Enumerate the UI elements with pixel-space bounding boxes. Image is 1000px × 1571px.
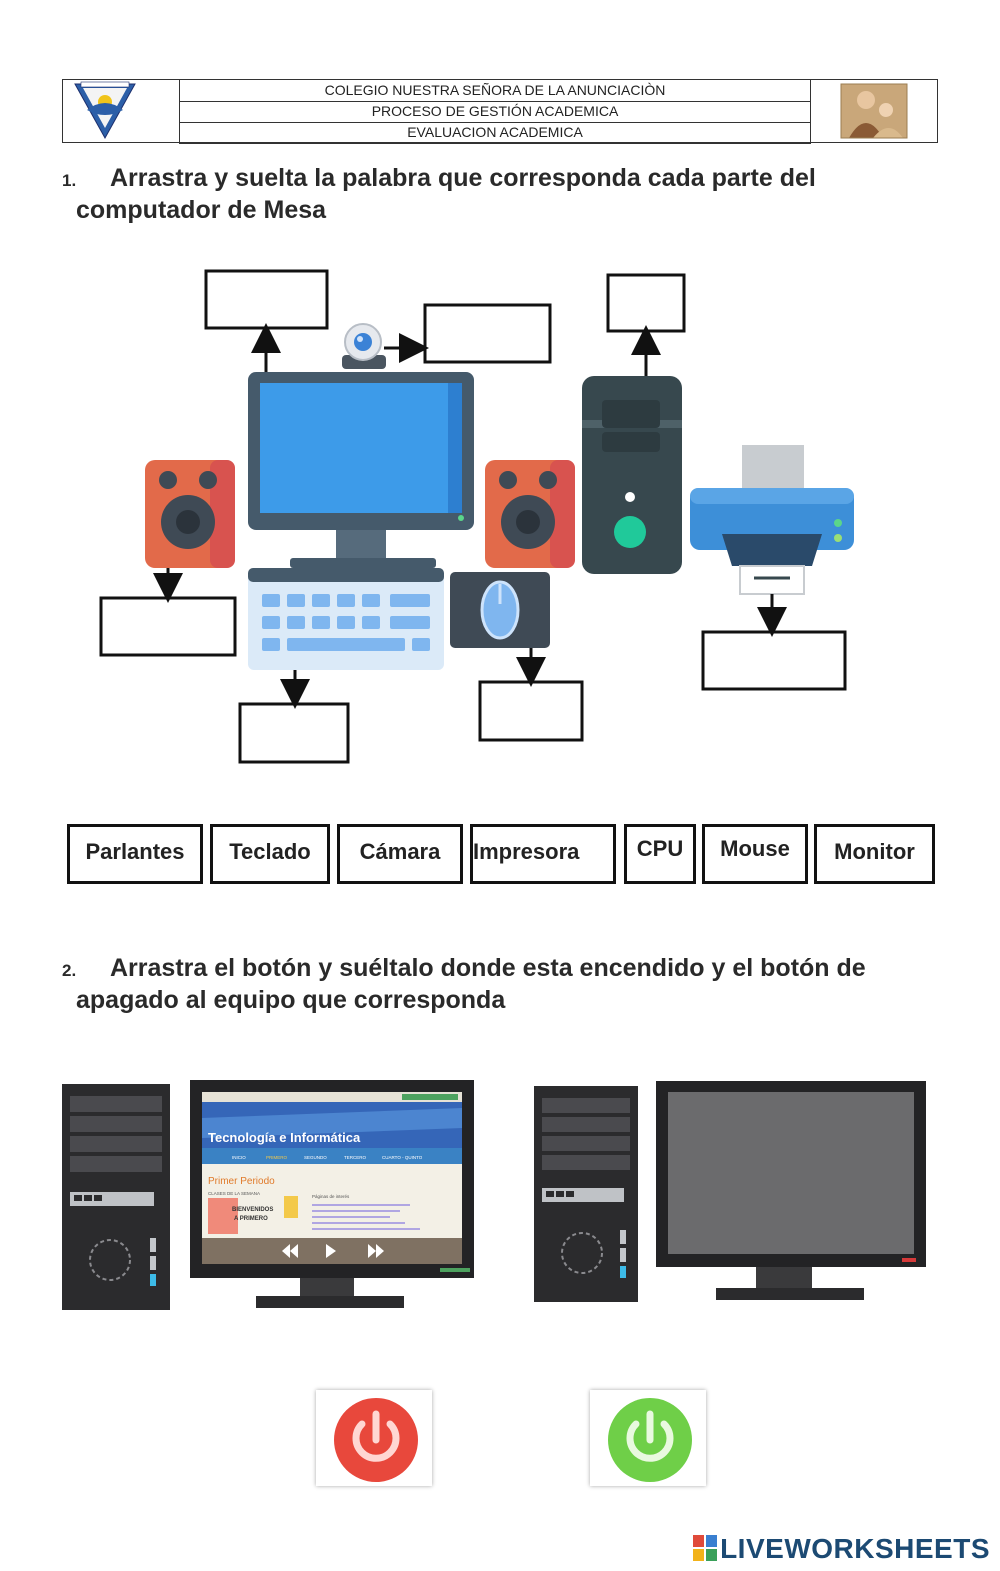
drop-box-cpu[interactable]: [606, 273, 686, 333]
word-mouse[interactable]: Mouse: [702, 824, 808, 884]
power-off-button[interactable]: [316, 1390, 432, 1486]
cpu-tower-icon: [582, 376, 682, 574]
drop-box-printer[interactable]: [701, 630, 847, 691]
computer-off[interactable]: [530, 1078, 930, 1306]
drop-box-webcam-left[interactable]: [204, 269, 329, 330]
left-speaker-icon: [145, 460, 235, 568]
question-1-number: 1.: [62, 171, 77, 190]
saint-picture-icon: [840, 83, 908, 139]
question-2-number: 2.: [62, 961, 77, 980]
site-nav-item: INICIO: [232, 1155, 246, 1160]
site-nav-item: PRIMERO: [266, 1155, 288, 1160]
question-1-line1: Arrastra y suelta la palabra que corresp…: [110, 164, 816, 192]
site-classes: CLASES DE LA SEMANA: [208, 1191, 260, 1196]
evaluation-name: EVALUACION ACADEMICA: [179, 122, 811, 144]
word-teclado[interactable]: Teclado: [210, 824, 330, 884]
word-parlantes[interactable]: Parlantes: [67, 824, 203, 884]
site-links-title: Páginas de interés: [312, 1194, 350, 1199]
power-on-button[interactable]: [590, 1390, 706, 1486]
tower-on-icon: [62, 1084, 170, 1310]
monitor-off-icon: [656, 1081, 926, 1300]
drop-box-webcam[interactable]: [423, 303, 552, 364]
printer-icon: [690, 445, 854, 595]
keyboard-icon: [248, 568, 444, 670]
word-cpu[interactable]: CPU: [624, 824, 696, 884]
word-camara[interactable]: Cámara: [337, 824, 463, 884]
computer-diagram: [99, 269, 854, 764]
pointer-arrows: [153, 323, 787, 709]
school-name: COLEGIO NUESTRA SEÑORA DE LA ANUNCIACIÒN: [179, 80, 811, 102]
brand-text: LIVEWORKSHEETS: [720, 1533, 990, 1564]
word-impresora[interactable]: Impresora: [470, 824, 616, 884]
site-period: Primer Periodo: [208, 1176, 275, 1187]
site-title: Tecnología e Informática: [208, 1130, 361, 1145]
mouse-icon: [450, 572, 550, 648]
school-shield-icon: [74, 81, 136, 140]
drop-box-keyboard[interactable]: [238, 702, 350, 764]
right-speaker-icon: [485, 460, 575, 568]
site-nav-item: SEGUNDO: [304, 1155, 327, 1160]
question-2-line2: apagado al equipo que corresponda: [76, 986, 506, 1014]
logo-cell: [63, 80, 180, 142]
computer-on[interactable]: Tecnología e Informática INICIO PRIMERO …: [60, 1078, 480, 1314]
monitor-icon: [248, 372, 474, 568]
header-table: COLEGIO NUESTRA SEÑORA DE LA ANUNCIACIÒN…: [62, 79, 938, 144]
monitor-on-icon: [190, 1080, 474, 1308]
tower-off-icon: [534, 1086, 638, 1302]
webcam-icon: [342, 323, 386, 369]
drop-box-mouse[interactable]: [478, 680, 584, 742]
word-monitor[interactable]: Monitor: [814, 824, 935, 884]
site-nav-item: TERCERO: [344, 1155, 367, 1160]
liveworksheets-mark-icon: [693, 1534, 718, 1561]
question-2-line1: Arrastra el botón y suéltalo donde esta …: [110, 954, 866, 982]
site-link-lines: [312, 1204, 420, 1230]
site-nav-item: CUARTO - QUINTO: [382, 1155, 423, 1160]
power-off-icon: [334, 1398, 418, 1482]
site-welcome-2: A PRIMERO: [234, 1216, 268, 1222]
site-welcome-1: BIENVENIDOS: [232, 1207, 273, 1213]
site-nav: INICIO PRIMERO SEGUNDO TERCERO CUARTO - …: [232, 1155, 423, 1160]
liveworksheets-logo: LIVEWORKSHEETS: [693, 1533, 990, 1565]
question-2: 2. Arrastra el botón y suéltalo donde est…: [62, 952, 982, 987]
question-1: 1. Arrastra y suelta la palabra que corre…: [62, 162, 962, 197]
question-1-line2: computador de Mesa: [76, 196, 327, 224]
process-name: PROCESO DE GESTIÓN ACADEMICA: [179, 101, 811, 123]
drop-box-left-speaker[interactable]: [99, 596, 237, 657]
power-on-icon: [608, 1398, 692, 1482]
saint-image-cell: [810, 80, 937, 142]
